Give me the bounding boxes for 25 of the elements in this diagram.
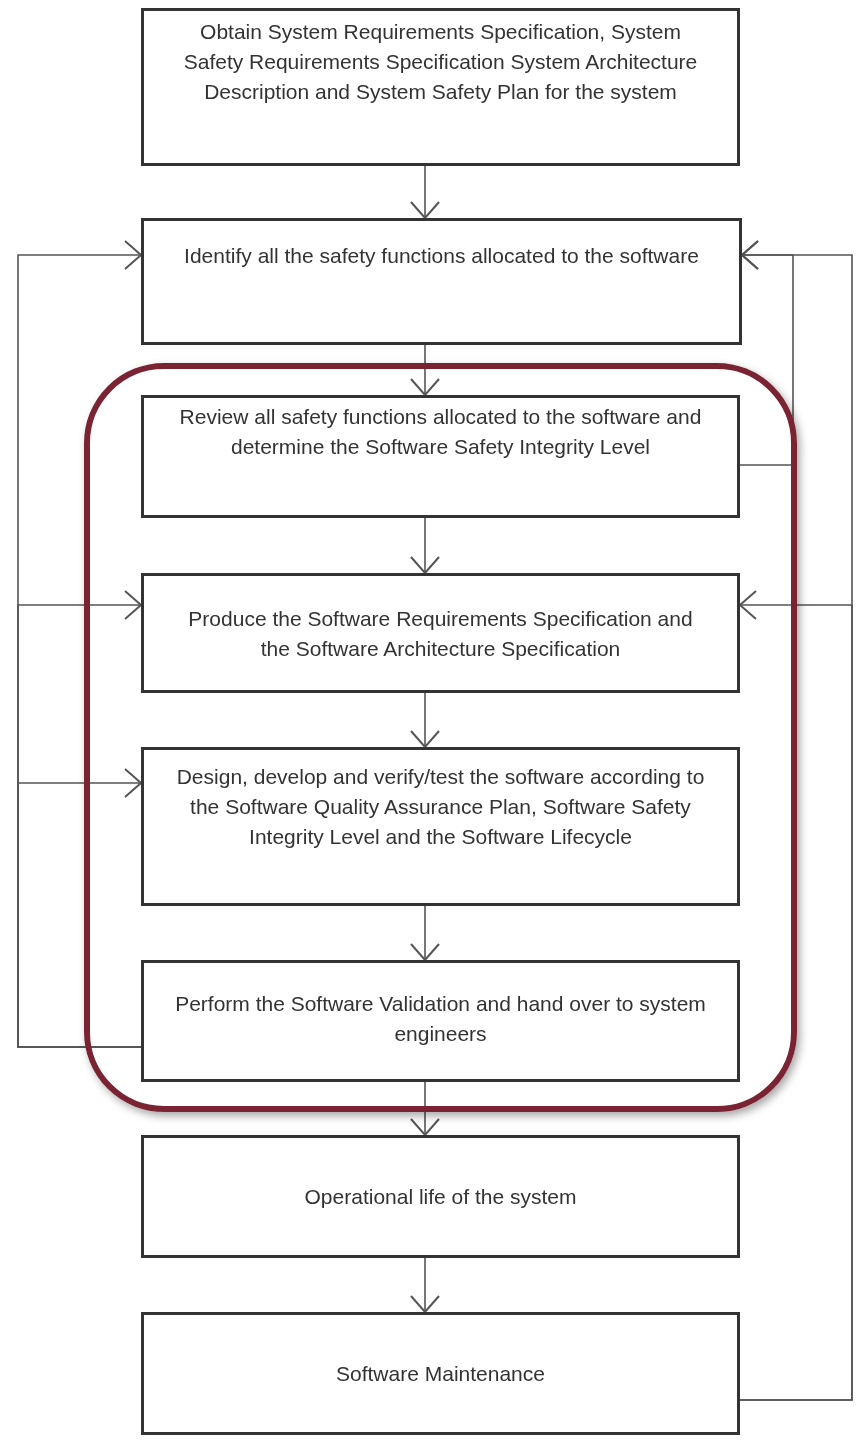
process-box (141, 747, 740, 906)
arrow (410, 692, 440, 748)
step-text: Perform the Software Validation and hand over to system engineers (174, 991, 707, 1047)
arrow (410, 517, 440, 574)
step-text: Identify all the safety functions allocated to the software (184, 243, 699, 269)
step-text: Obtain System Requirements Specification, System Safety Requirements Specification System Architecture Description and System Safety Plan for the system (182, 19, 699, 105)
arrow (739, 590, 853, 1401)
arrow (410, 905, 440, 961)
process-box (141, 8, 740, 166)
arrow (410, 1257, 440, 1313)
process-box (141, 395, 740, 518)
process-box (141, 1135, 740, 1258)
step-text: Produce the Software Requirements Specification and the Software Architecture Specification (187, 606, 694, 662)
arrow (410, 165, 440, 219)
arrow (410, 344, 440, 396)
step-text: Software Maintenance (336, 1360, 545, 1387)
process-box (141, 960, 740, 1082)
step-text: Review all safety functions allocated to the software and determine the Software Safety Integrity Level (178, 404, 703, 460)
arrow (17, 768, 142, 1048)
arrow (410, 1081, 440, 1136)
process-box (141, 218, 742, 345)
process-box (141, 573, 740, 693)
step-text: Operational life of the system (304, 1183, 577, 1210)
process-box (141, 1312, 740, 1435)
step-text: Design, develop and verify/test the software according to the Software Quality Assurance Plan, Software Safety Integrity Level and the Software Lifecycle (175, 764, 706, 850)
